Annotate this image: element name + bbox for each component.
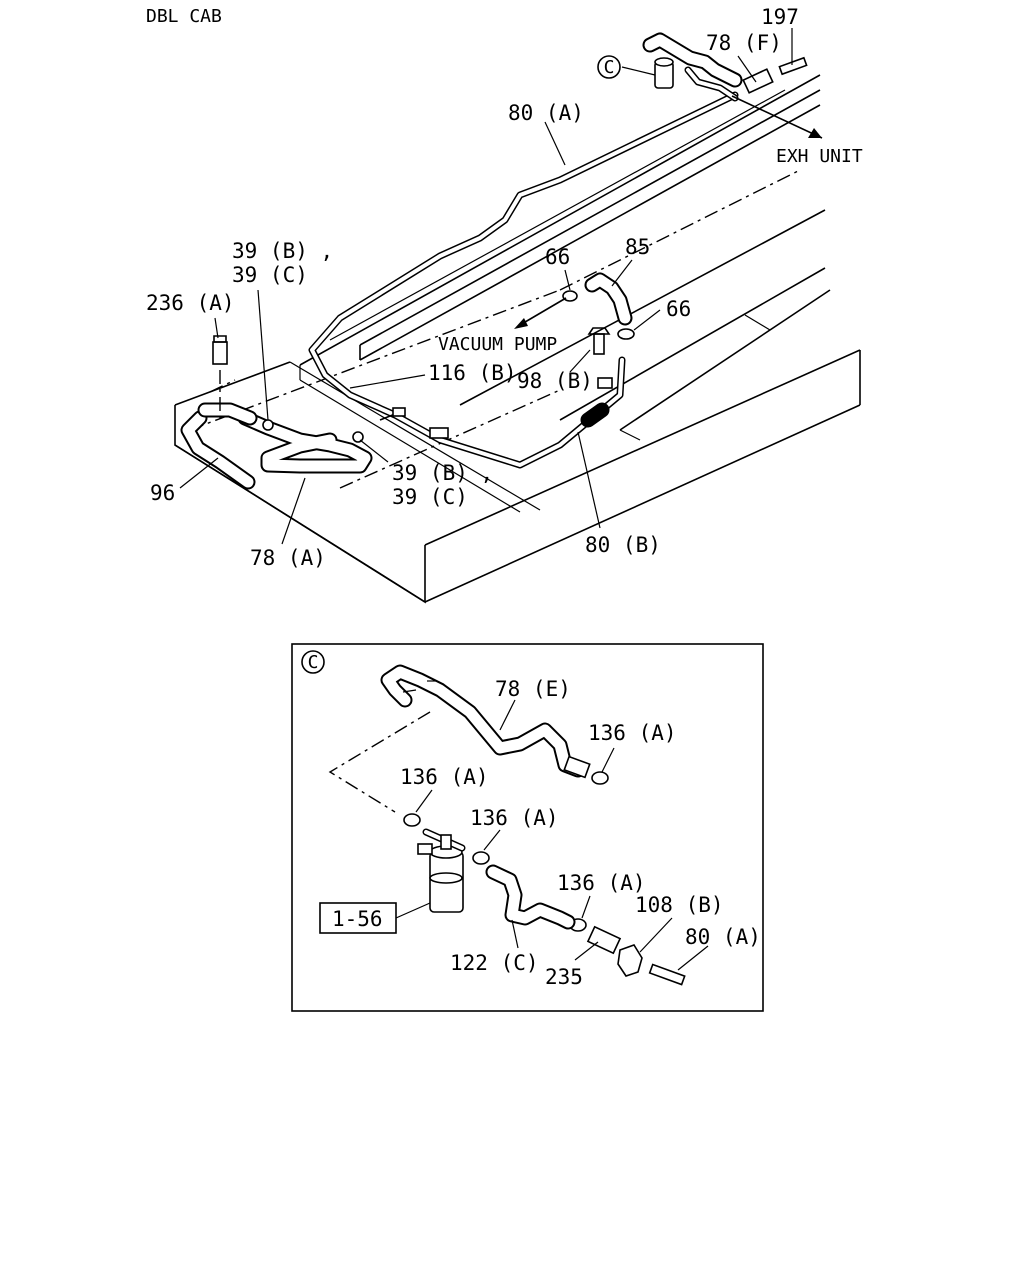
label-98b: 98 (B)	[517, 369, 593, 393]
label-78f: 78 (F)	[706, 31, 782, 55]
detail-marker-letter: C	[604, 57, 615, 78]
label-vacuum-pump: VACUUM PUMP	[438, 334, 557, 355]
label-136a-1: 136 (A)	[588, 721, 677, 745]
label-80a-detail: 80 (A)	[685, 925, 761, 949]
pipe-80a	[308, 91, 739, 469]
rear-assembly	[642, 32, 823, 139]
label-exh-unit: EXH UNIT	[776, 146, 863, 167]
detail-c-marker: C	[597, 55, 621, 79]
label-235: 235	[545, 965, 583, 989]
leader-lines	[179, 28, 793, 545]
label-108b: 108 (B)	[635, 893, 724, 917]
hose-85	[562, 272, 635, 428]
label-39bc-top-1: 39 (B) ,	[232, 239, 333, 263]
label-80a-top: 80 (A)	[508, 101, 584, 125]
detail-c-panel: C	[291, 643, 764, 1012]
label-78e: 78 (E)	[495, 677, 571, 701]
label-96: 96	[150, 481, 175, 505]
label-85: 85	[625, 235, 650, 259]
detail-panel-marker: C	[308, 652, 319, 673]
header-title: DBL CAB	[146, 6, 222, 27]
label-80b: 80 (B)	[585, 533, 661, 557]
hose-78a	[180, 402, 373, 490]
frame-rails	[174, 74, 861, 604]
label-197: 197	[761, 5, 799, 29]
label-39bc-top-2: 39 (C)	[232, 263, 308, 287]
label-136a-4: 136 (A)	[557, 871, 646, 895]
label-116b: 116 (B)	[428, 361, 517, 385]
label-66-right: 66	[666, 297, 691, 321]
ref-box-label: 1-56	[332, 907, 383, 931]
label-66-left: 66	[545, 245, 570, 269]
label-122c: 122 (C)	[450, 951, 539, 975]
label-39bc-bot-1: 39 (B) ,	[392, 461, 493, 485]
label-236a: 236 (A)	[146, 291, 235, 315]
label-39bc-bot-2: 39 (C)	[392, 485, 468, 509]
vacuum-pump-arrow	[514, 297, 567, 329]
label-78a: 78 (A)	[250, 546, 326, 570]
label-136a-3: 136 (A)	[470, 806, 559, 830]
label-136a-2: 136 (A)	[400, 765, 489, 789]
top-labels: DBL CAB 197 78 (F) 80 (A) EXH UNIT 39 (B…	[146, 5, 863, 570]
